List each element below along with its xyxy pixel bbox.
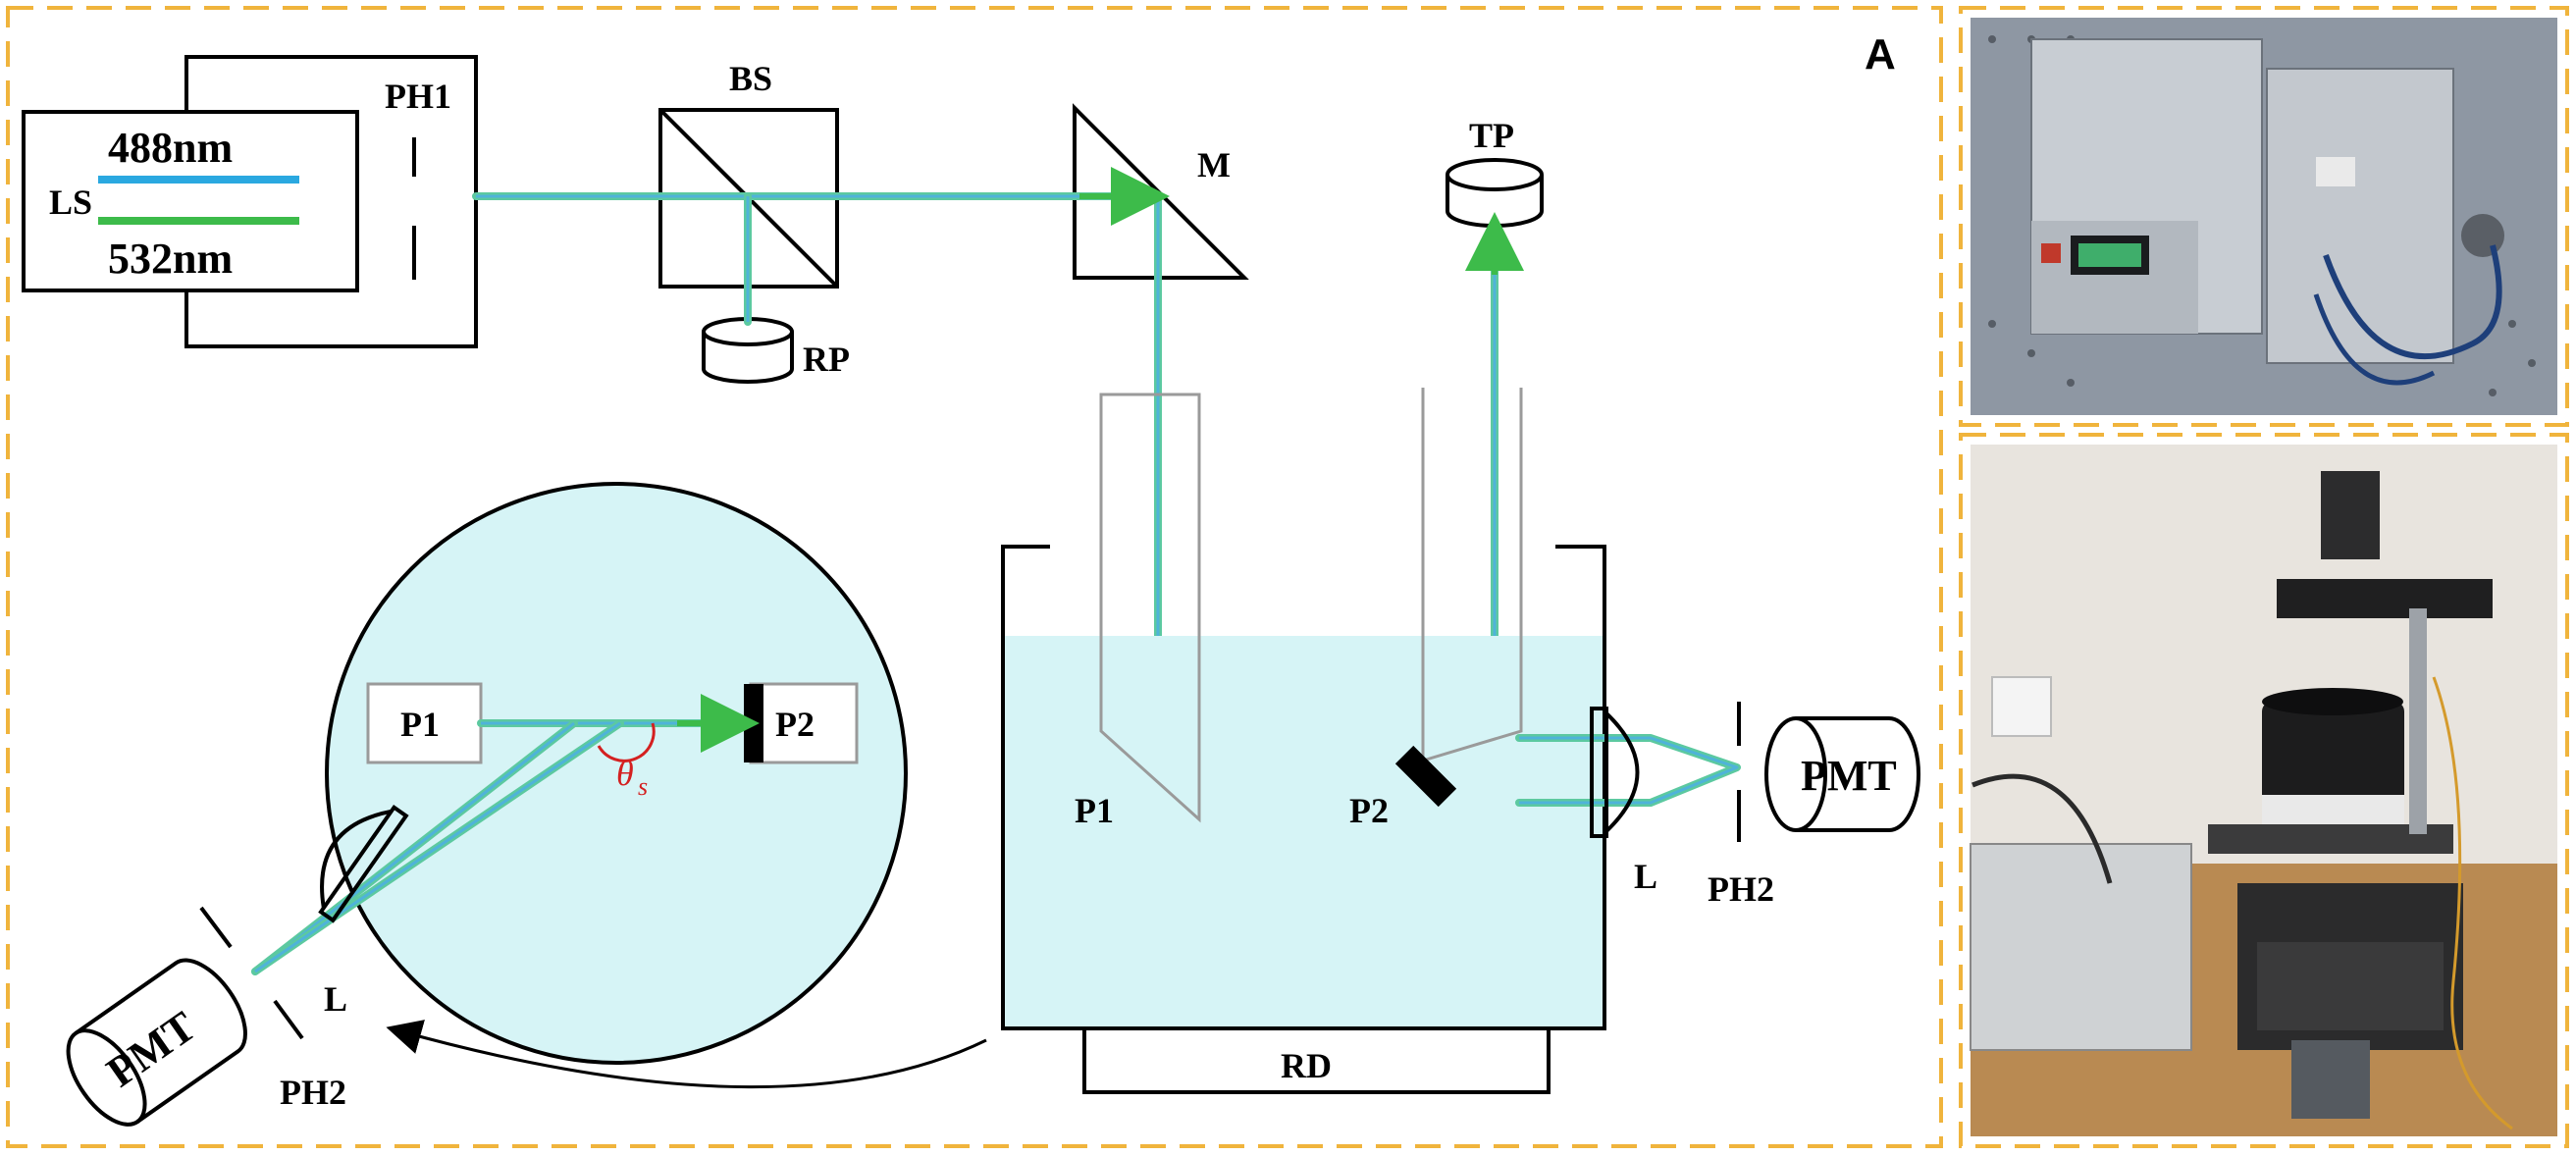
ph2-top-label: PH2 (280, 1073, 346, 1112)
m-label: M (1197, 145, 1231, 184)
photo-b (1971, 18, 2557, 415)
transmission-photodiode: TP (1446, 116, 1544, 228)
l-side-label: L (1634, 857, 1657, 896)
ph1-label: PH1 (385, 77, 451, 116)
top-view: P1 P2 θ s L PH2 PMT (66, 482, 987, 1127)
wavelength-532-label: 532nm (108, 235, 233, 283)
sample-tank: P1 P2 RD (1001, 388, 1606, 1094)
l-top-label: L (324, 979, 347, 1019)
p1-top-label: P1 (400, 705, 440, 744)
reference-photodiode: RP (702, 317, 850, 384)
ph2-side-label: PH2 (1708, 869, 1774, 909)
bs-label: BS (729, 59, 772, 98)
side-scatter-beams: L PH2 PMT (1515, 702, 1920, 909)
panel-a-border (6, 6, 1943, 1148)
photo-c (1970, 445, 2557, 1136)
panel-a-label: A (1865, 30, 1896, 79)
rd-label: RD (1281, 1046, 1332, 1085)
pinhole-ph1: PH1 (385, 77, 451, 280)
p2-side-label: P2 (1349, 791, 1389, 830)
wavelength-488-label: 488nm (108, 124, 233, 172)
pmt-side-label: PMT (1801, 752, 1897, 800)
theta-subscript: s (638, 772, 648, 801)
tp-label: TP (1469, 116, 1514, 155)
ls-label: LS (49, 183, 92, 222)
rp-label: RP (803, 340, 850, 379)
panel-c-border (1959, 433, 2569, 1148)
pmt-top-label: PMT (98, 1002, 204, 1096)
theta-symbol: θ (616, 754, 634, 793)
laser-source: 488nm 532nm LS (22, 55, 478, 348)
p2-top-label: P2 (775, 705, 815, 744)
p1-side-label: P1 (1075, 791, 1114, 830)
